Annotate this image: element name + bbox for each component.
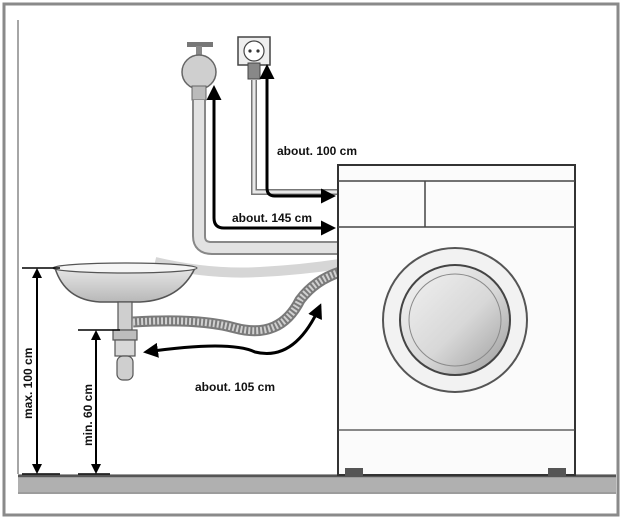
label-min-height: min. 60 cm [81,384,95,446]
sink-siphon [112,301,138,381]
label-socket-distance: about. 100 cm [277,144,357,158]
arrow-tap [206,85,336,236]
sink [52,262,198,303]
floor [18,474,616,494]
dimension-min-height [78,329,120,475]
power-socket-icon [237,36,271,80]
water-tap-icon [181,42,217,101]
label-max-height: max. 100 cm [21,348,35,419]
dimension-max-height [22,267,60,475]
arrow-drain [143,303,322,358]
label-drain-distance: about. 105 cm [195,380,275,394]
label-tap-distance: about. 145 cm [232,211,312,225]
washing-machine [337,164,576,476]
